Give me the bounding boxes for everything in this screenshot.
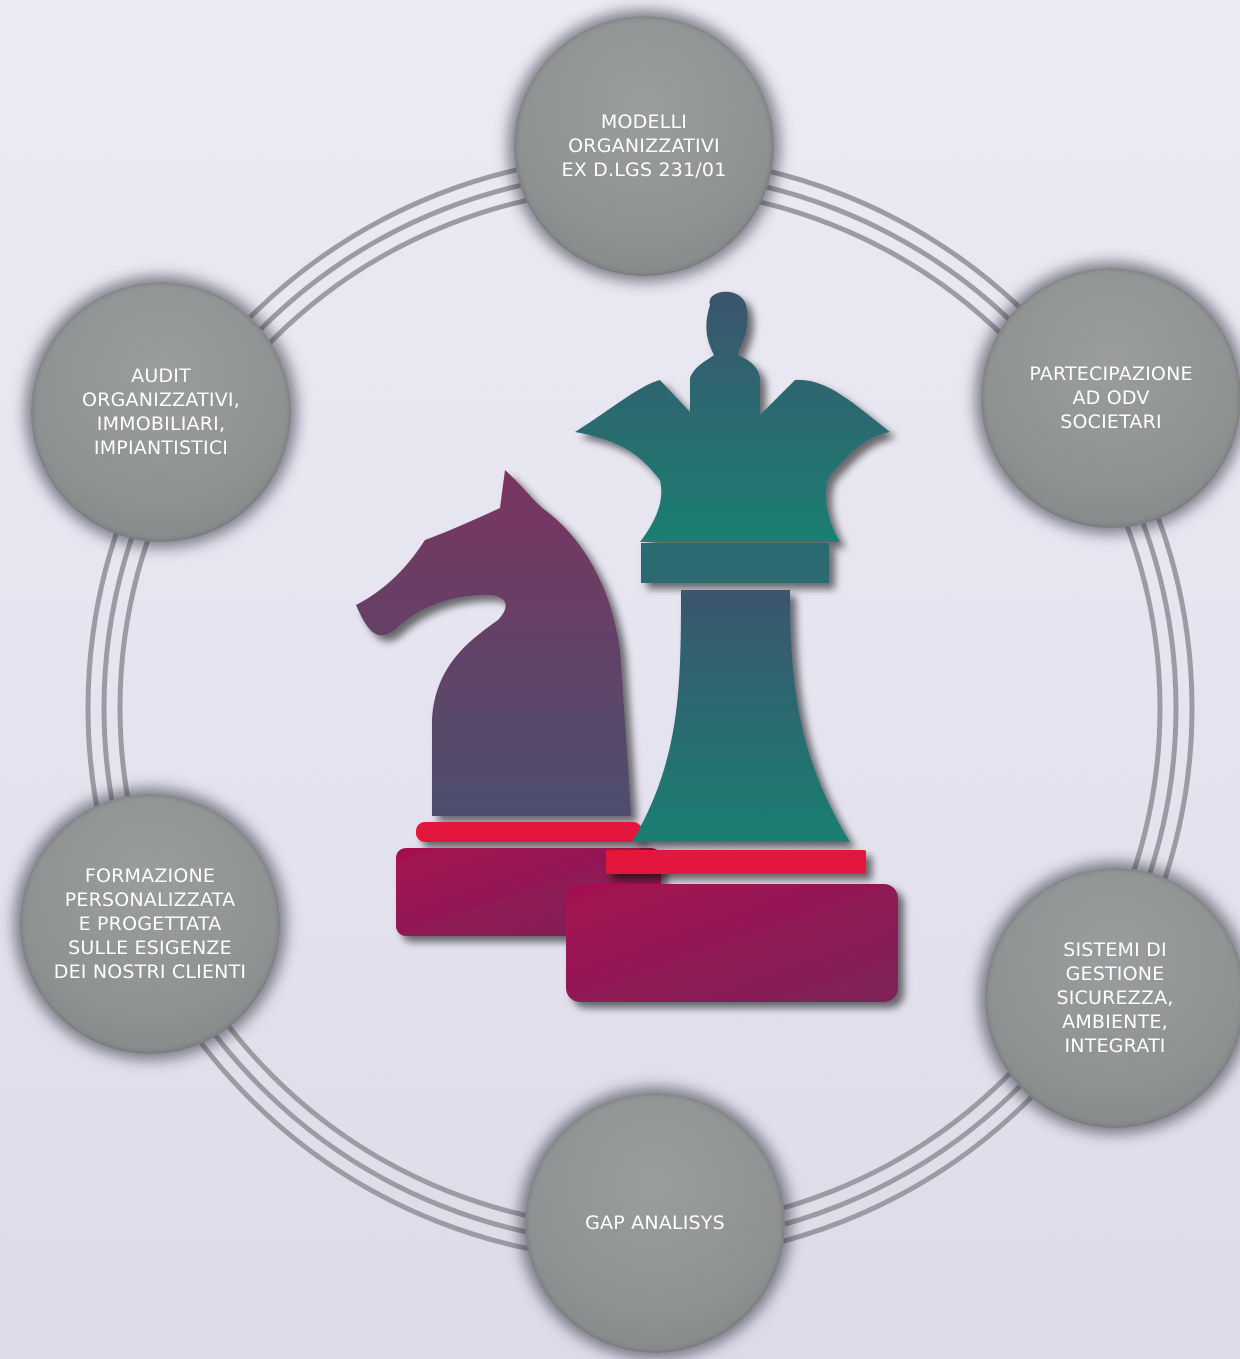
node-formazione-label: FORMAZIONE PERSONALIZZATA E PROGETTATA S… bbox=[53, 865, 247, 983]
node-partecipazione: PARTECIPAZIONE AD ODV SOCIETARI bbox=[981, 268, 1240, 528]
node-modelli-label: MODELLI ORGANIZZATIVI EX D.LGS 231/01 bbox=[561, 111, 727, 181]
node-sistemi-label: SISTEMI DI GESTIONE SICUREZZA, AMBIENTE,… bbox=[1056, 939, 1174, 1057]
queen-body bbox=[632, 590, 850, 842]
node-audit-label: AUDIT ORGANIZZATIVI, IMMOBILIARI, IMPIAN… bbox=[82, 365, 240, 459]
node-sistemi: SISTEMI DI GESTIONE SICUREZZA, AMBIENTE,… bbox=[985, 868, 1240, 1128]
queen-red-ring bbox=[606, 850, 866, 874]
node-partecipazione-label: PARTECIPAZIONE AD ODV SOCIETARI bbox=[1029, 363, 1193, 433]
node-gap-analisys-label: GAP ANALISYS bbox=[585, 1212, 725, 1234]
knight-collar bbox=[416, 822, 642, 842]
queen-base bbox=[566, 884, 898, 1002]
queen-head bbox=[575, 291, 890, 542]
node-formazione: FORMAZIONE PERSONALIZZATA E PROGETTATA S… bbox=[20, 794, 280, 1054]
node-audit: AUDIT ORGANIZZATIVI, IMMOBILIARI, IMPIAN… bbox=[31, 282, 291, 542]
knight-head bbox=[356, 470, 631, 816]
node-modelli: MODELLI ORGANIZZATIVI EX D.LGS 231/01 bbox=[514, 16, 774, 276]
queen-collar bbox=[641, 543, 829, 583]
node-gap-analisys: GAP ANALISYS bbox=[525, 1093, 785, 1353]
